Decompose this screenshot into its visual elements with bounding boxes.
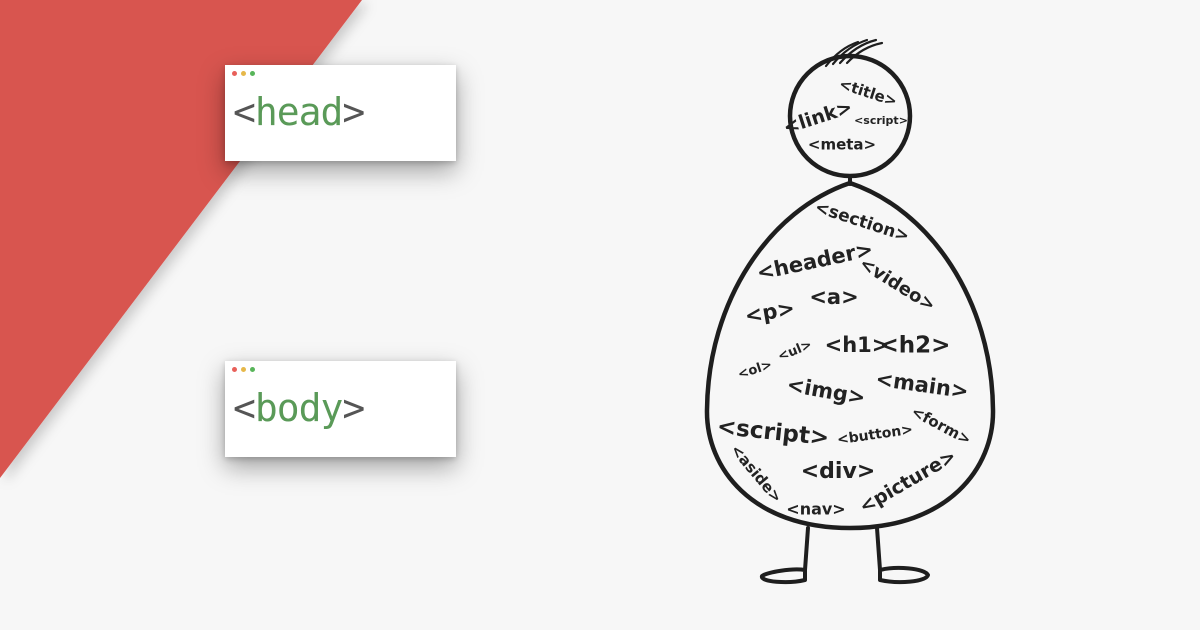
head-tag-label: <script> [854, 114, 908, 127]
maximize-dot-icon [250, 71, 255, 76]
head-tag-card: <head> [225, 65, 456, 161]
minimize-dot-icon [241, 71, 246, 76]
body-tag-label: <video> [855, 253, 939, 316]
body-tag-label: <img> [785, 372, 867, 409]
open-bracket: < [233, 386, 256, 430]
close-bracket: > [342, 90, 365, 134]
maximize-dot-icon [250, 367, 255, 372]
body-tag-label: <aside> [727, 441, 786, 506]
tag-labels: <title><link><script><meta><section><hea… [716, 75, 974, 519]
body-tag-label: <main> [874, 367, 970, 404]
body-tag-label: <header> [754, 237, 875, 285]
body-tag-label: <ul> [776, 337, 815, 364]
body-tag-code: <body> [233, 386, 365, 430]
close-dot-icon [232, 71, 237, 76]
window-controls [232, 367, 255, 372]
body-tag-label: <button> [836, 422, 914, 448]
body-tag-label: <script> [716, 414, 831, 452]
legs [760, 526, 930, 585]
body-tag-label: <p> [743, 296, 797, 328]
window-controls [232, 71, 255, 76]
minimize-dot-icon [241, 367, 246, 372]
head-tag-name: head [254, 90, 344, 134]
close-bracket: > [342, 386, 365, 430]
open-bracket: < [233, 90, 256, 134]
body-egg [704, 180, 996, 531]
body-tag-label: <ol> [736, 357, 774, 382]
head-tag-label: <meta> [808, 136, 876, 154]
head-tag-code: <head> [233, 90, 365, 134]
body-tag-label: <a> [809, 285, 858, 309]
body-tag-label: <nav> [786, 500, 845, 519]
body-tag-label: <h1> [825, 333, 890, 357]
body-tag-label: <h2> [880, 333, 951, 359]
body-tag-card: <body> [225, 361, 456, 457]
body-tag-name: body [254, 386, 344, 430]
close-dot-icon [232, 367, 237, 372]
body-tag-label: <div> [801, 459, 876, 484]
hair-icon [824, 38, 884, 68]
body-tag-label: <form> [908, 402, 974, 448]
